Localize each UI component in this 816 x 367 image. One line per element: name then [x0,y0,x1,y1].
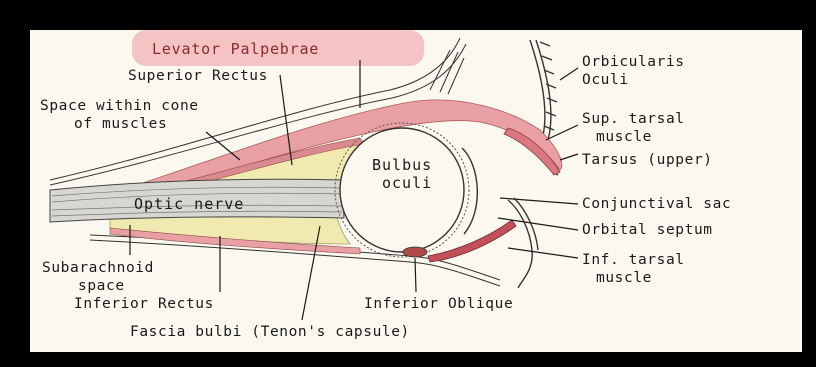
label-inferior-rectus: Inferior Rectus [74,296,214,312]
image-frame: Levator Palpebrae Superior Rectus Space … [8,8,808,359]
label-tarsus-upper: Tarsus (upper) [582,152,713,168]
label-subarachnoid-line1: Subarachnoid [42,260,154,276]
label-superior-rectus: Superior Rectus [128,68,268,84]
label-bulbus: Bulbus [372,156,432,174]
label-sup-tarsal: Sup. tarsal [582,111,685,127]
label-space-cone-line1: Space within cone [40,98,199,114]
label-orbital-septum: Orbital septum [582,222,713,238]
label-oculi: oculi [382,174,432,192]
inferior-oblique-shape [403,247,427,257]
eye-orbit-diagram: Levator Palpebrae Superior Rectus Space … [30,30,802,352]
label-optic-nerve: Optic nerve [134,195,244,213]
label-subarachnoid-line2: space [78,278,125,294]
label-inf-tarsal: Inf. tarsal [582,252,685,268]
label-orbicularis: Orbicularis [582,54,685,70]
label-inferior-oblique: Inferior Oblique [364,296,513,312]
label-levator-palpebrae: Levator Palpebrae [152,40,319,58]
label-fascia-bulbi: Fascia bulbi (Tenon's capsule) [130,324,410,340]
label-conjunctival-sac: Conjunctival sac [582,196,731,212]
label-sup-tarsal-muscle: muscle [596,129,652,145]
label-oculi-right: Oculi [582,72,629,88]
diagram-sheet: Levator Palpebrae Superior Rectus Space … [30,30,802,352]
label-inf-tarsal-muscle: muscle [596,270,652,286]
label-space-cone-line2: of muscles [74,116,167,132]
